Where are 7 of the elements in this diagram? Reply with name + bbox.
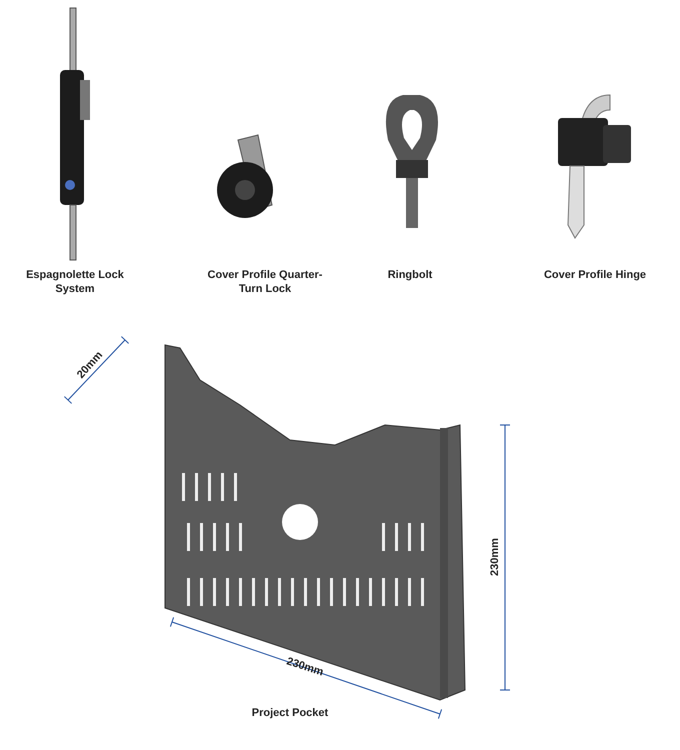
dimension-label: 230mm [284, 654, 326, 681]
dimension-label: 230mm [488, 537, 502, 578]
product-caption: Cover Profile Quarter-Turn Lock [206, 268, 324, 296]
product-caption: Ringbolt [386, 268, 434, 282]
product-caption: Project Pocket [250, 706, 330, 720]
product-caption: Espagnolette Lock System [25, 268, 125, 296]
product-caption: Cover Profile Hinge [542, 268, 648, 282]
